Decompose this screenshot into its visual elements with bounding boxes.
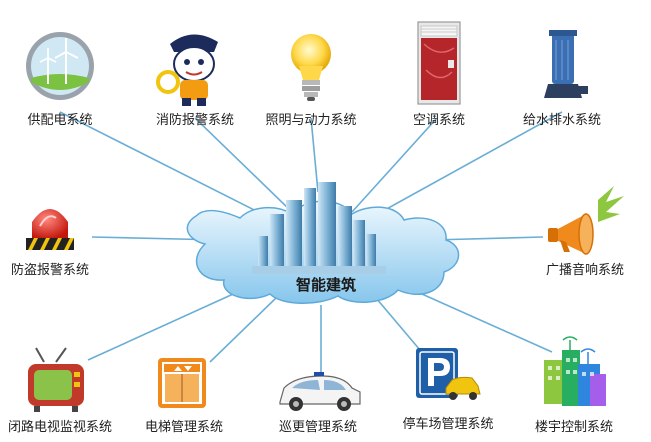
parking-sign-icon (416, 348, 481, 400)
node-label-lighting: 照明与动力系统 (265, 113, 357, 128)
loudspeaker-icon (548, 186, 624, 255)
node-label-cctv: 闭路电视监视系统 (7, 420, 113, 435)
alarm-siren-icon (26, 209, 74, 250)
smart-building-icon (544, 336, 606, 406)
water-pump-icon (544, 30, 588, 98)
television-icon (28, 347, 84, 412)
node-label-parking: 停车场管理系统 (402, 417, 494, 432)
line-lighting (310, 117, 319, 193)
line-broadcast (431, 236, 544, 241)
node-label-power: 供配电系统 (27, 113, 93, 128)
line-water (362, 111, 563, 223)
node-label-broadcast: 广播音响系统 (545, 263, 625, 278)
line-parking (375, 297, 421, 351)
patrol-car-icon (279, 372, 361, 411)
node-label-water: 给水排水系统 (522, 113, 602, 128)
node-label-security: 防盗报警系统 (10, 263, 90, 278)
light-bulb-icon (291, 34, 331, 101)
connector-lines (59, 111, 563, 372)
city-skyline-icon (252, 182, 386, 274)
line-elevator (209, 297, 277, 363)
elevator-icon (158, 358, 206, 408)
line-cctv (87, 289, 243, 361)
line-power (59, 111, 279, 223)
air-conditioner-icon (417, 21, 461, 105)
node-label-patrol: 巡更管理系统 (278, 420, 358, 435)
wind-turbine-icon (26, 32, 94, 100)
line-hvac (351, 117, 438, 213)
node-label-hvac: 空调系统 (412, 113, 466, 128)
node-label-elevator: 电梯管理系统 (144, 420, 224, 435)
line-fire (194, 117, 293, 213)
line-building (403, 285, 553, 353)
firefighter-mascot-icon (156, 34, 218, 106)
node-label-fire: 消防报警系统 (155, 113, 235, 128)
center-label: 智能建筑 (295, 276, 357, 294)
node-label-building: 楼宇控制系统 (534, 420, 614, 435)
